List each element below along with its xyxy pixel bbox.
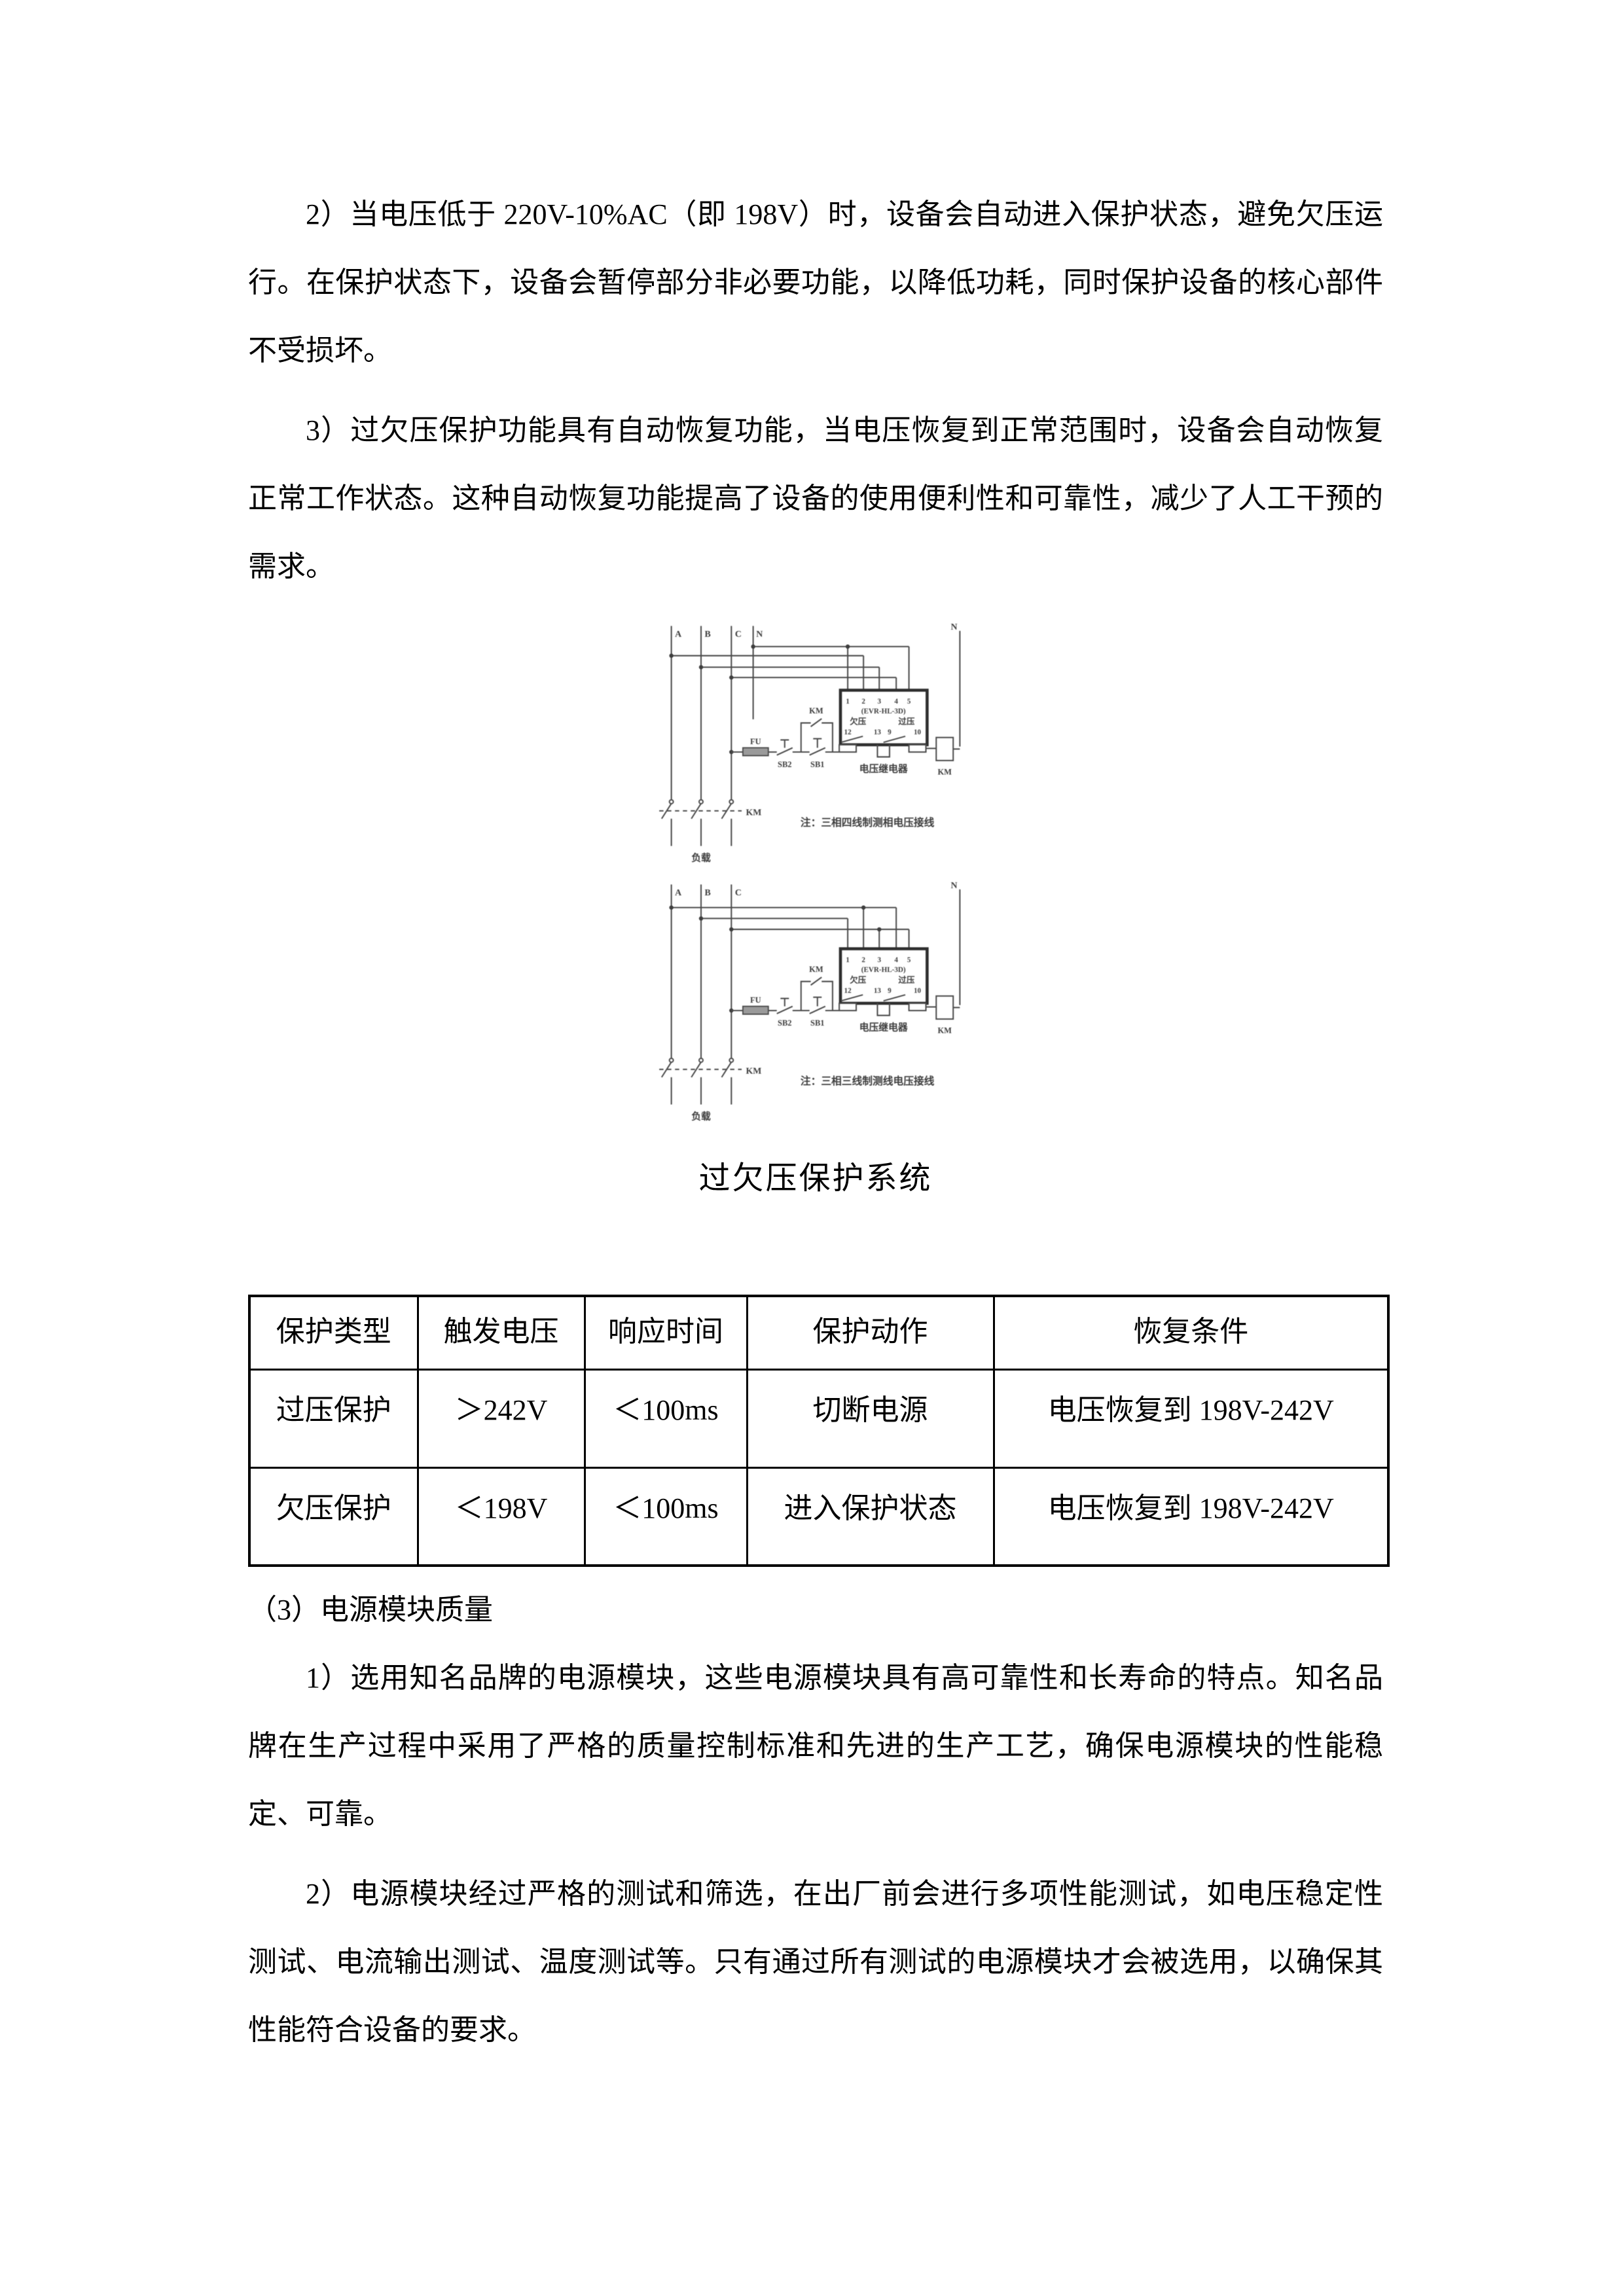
cell-recovery: 电压恢复到 198V-242V bbox=[992, 1466, 1390, 1567]
cell-recovery: 电压恢复到 198V-242V bbox=[992, 1368, 1390, 1469]
circuit-figure: A B C N N 1 2 3 4 5 bbox=[248, 613, 1383, 1198]
terminal-12: 12 bbox=[844, 728, 852, 736]
relay-model-label: (EVR-HL-3D) bbox=[861, 708, 906, 715]
main-contactor-poles: KM 负载 bbox=[659, 798, 762, 864]
phase-b-label: B bbox=[705, 888, 711, 898]
cell-type: 欠压保护 bbox=[248, 1466, 419, 1567]
undervoltage-label: 欠压 bbox=[850, 716, 867, 726]
terminal-10: 10 bbox=[914, 987, 922, 995]
terminal-3: 3 bbox=[877, 956, 881, 964]
phase-a-label: A bbox=[675, 630, 681, 639]
km-breaker-label: KM bbox=[746, 808, 762, 817]
paragraph-brand-modules: 1）选用知名品牌的电源模块，这些电源模块具有高可靠性和长寿命的特点。知名品牌在生… bbox=[248, 1662, 1383, 1830]
load-label: 负载 bbox=[691, 1111, 711, 1122]
cell-response: ＜100ms bbox=[583, 1368, 748, 1469]
cell-action: 进入保护状态 bbox=[746, 1466, 995, 1567]
header-trigger-voltage: 触发电压 bbox=[416, 1295, 586, 1371]
protection-parameters-table: 保护类型 触发电压 响应时间 保护动作 恢复条件 过压保护 ＞242V ＜100… bbox=[248, 1295, 1390, 1567]
cell-type: 过压保护 bbox=[248, 1368, 419, 1469]
terminal-9: 9 bbox=[888, 728, 892, 736]
relay-name-label: 电压继电器 bbox=[859, 1022, 909, 1033]
start-button-label: SB1 bbox=[810, 760, 825, 769]
undervoltage-label: 欠压 bbox=[850, 975, 867, 984]
terminal-4: 4 bbox=[894, 698, 898, 706]
bus-lines bbox=[670, 626, 961, 800]
load-label: 负载 bbox=[691, 852, 711, 864]
header-protection-type: 保护类型 bbox=[248, 1295, 419, 1371]
wiring-diagram-three-wire: A B C N 1 2 3 4 5 (EVR-HL-3D) bbox=[659, 881, 961, 1122]
relay-model-label: (EVR-HL-3D) bbox=[861, 966, 906, 974]
phase-b-label: B bbox=[705, 630, 711, 639]
terminal-9: 9 bbox=[888, 987, 892, 995]
section-heading-power-module: （3）电源模块质量 bbox=[248, 1594, 493, 1626]
diagram2-note: 注：三相三线制测线电压接线 bbox=[801, 1075, 935, 1087]
phase-c-label: C bbox=[735, 630, 742, 639]
sense-wires bbox=[669, 905, 910, 949]
table-header-row: 保护类型 触发电压 响应时间 保护动作 恢复条件 bbox=[248, 1295, 1390, 1371]
stop-button-label: SB2 bbox=[778, 760, 792, 769]
neutral-left-label: N bbox=[756, 630, 763, 639]
phase-c-label: C bbox=[735, 888, 742, 898]
stop-button-label: SB2 bbox=[778, 1018, 792, 1028]
header-recovery-condition: 恢复条件 bbox=[992, 1295, 1390, 1371]
terminal-5: 5 bbox=[907, 956, 911, 964]
cell-response: ＜100ms bbox=[583, 1466, 748, 1567]
paragraph-undervoltage-protect: 2）当电压低于 220V-10%AC（即 198V）时，设备会自动进入保护状态，… bbox=[248, 198, 1383, 367]
terminal-2: 2 bbox=[861, 698, 865, 706]
voltage-relay-box: 1 2 3 4 5 (EVR-HL-3D) 欠压 过压 12 13 9 10 电… bbox=[839, 689, 929, 775]
terminal-4: 4 bbox=[894, 956, 898, 964]
paragraph-module-testing: 2）电源模块经过严格的测试和筛选，在出厂前会进行多项性能测试，如电压稳定性测试、… bbox=[248, 1878, 1383, 2046]
fuse-label: FU bbox=[750, 737, 761, 746]
relay-name-label: 电压继电器 bbox=[859, 763, 909, 775]
phase-a-label: A bbox=[675, 888, 681, 898]
bus-lines bbox=[670, 884, 961, 1058]
cell-trigger: ＞242V bbox=[416, 1368, 586, 1469]
overvoltage-label: 过压 bbox=[898, 975, 915, 984]
table-row-undervoltage: 欠压保护 ＜198V ＜100ms 进入保护状态 电压恢复到 198V-242V bbox=[248, 1466, 1390, 1567]
terminal-3: 3 bbox=[877, 698, 881, 706]
paragraph-auto-recovery: 3）过欠压保护功能具有自动恢复功能，当电压恢复到正常范围时，设备会自动恢复正常工… bbox=[248, 414, 1383, 583]
terminal-2: 2 bbox=[861, 956, 865, 964]
terminal-1: 1 bbox=[846, 698, 850, 706]
terminal-13: 13 bbox=[874, 728, 882, 736]
terminal-13: 13 bbox=[874, 987, 882, 995]
sense-wires bbox=[669, 644, 910, 691]
terminal-5: 5 bbox=[907, 698, 911, 706]
overvoltage-label: 过压 bbox=[898, 716, 915, 726]
cell-trigger: ＜198V bbox=[416, 1466, 586, 1567]
control-circuit: FU SB2 KM SB1 KM bbox=[729, 706, 960, 776]
km-coil-label: KM bbox=[937, 767, 952, 776]
terminal-1: 1 bbox=[846, 956, 850, 964]
diagram1-note: 注：三相四线制测相电压接线 bbox=[801, 816, 935, 829]
page-content: 2）当电压低于 220V-10%AC（即 198V）时，设备会自动进入保护状态，… bbox=[248, 198, 1390, 2046]
control-circuit: FU SB2 KM SB1 KM bbox=[729, 965, 960, 1035]
table-row-overvoltage: 过压保护 ＞242V ＜100ms 切断电源 电压恢复到 198V-242V bbox=[248, 1368, 1390, 1469]
main-contactor-poles: KM 负载 bbox=[659, 1057, 762, 1122]
cell-action: 切断电源 bbox=[746, 1368, 995, 1469]
voltage-relay-box: 1 2 3 4 5 (EVR-HL-3D) 欠压 过压 12 13 9 10 电… bbox=[839, 947, 929, 1033]
neutral-right-label: N bbox=[950, 881, 957, 891]
neutral-right-label: N bbox=[950, 622, 957, 632]
terminal-12: 12 bbox=[844, 987, 852, 995]
km-breaker-label: KM bbox=[746, 1066, 762, 1076]
bus-labels: A B C N N bbox=[675, 622, 957, 639]
terminal-10: 10 bbox=[914, 728, 922, 736]
wiring-diagram-four-wire: A B C N N 1 2 3 4 5 bbox=[659, 622, 961, 864]
km-coil-label: KM bbox=[937, 1026, 952, 1035]
header-protection-action: 保护动作 bbox=[746, 1295, 995, 1371]
figure-caption: 过欠压保护系统 bbox=[698, 1161, 933, 1196]
bus-labels: A B C N bbox=[675, 881, 957, 898]
km-aux-contact-label: KM bbox=[809, 706, 823, 715]
fuse-label: FU bbox=[750, 996, 761, 1005]
start-button-label: SB1 bbox=[810, 1018, 825, 1028]
km-aux-contact-label: KM bbox=[809, 965, 823, 974]
header-response-time: 响应时间 bbox=[583, 1295, 748, 1371]
